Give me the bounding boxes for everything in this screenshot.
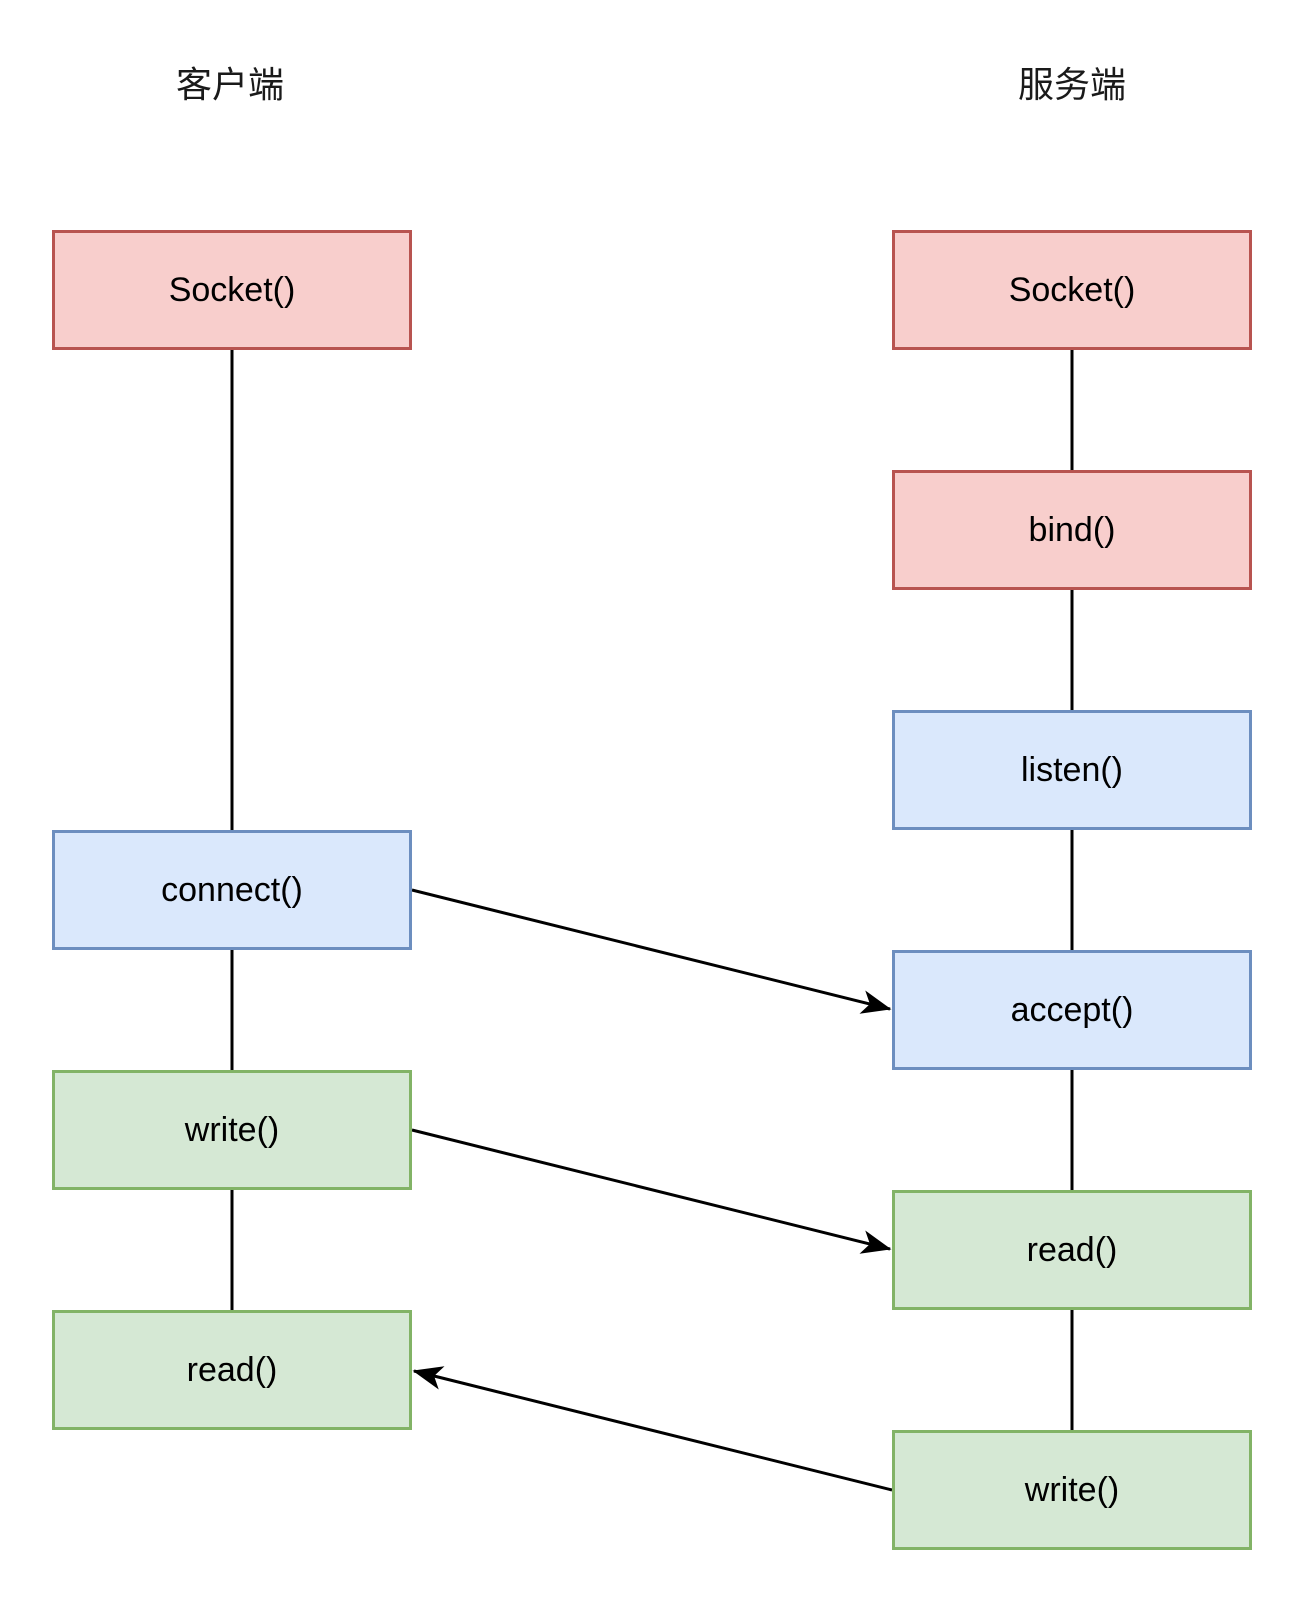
box-label: listen() (1020, 750, 1124, 789)
box-label: Socket() (1008, 270, 1136, 309)
box-label: write() (1024, 1470, 1120, 1509)
arrow-client-write-to-server-read (411, 1128, 892, 1254)
box-label: connect() (161, 870, 303, 909)
client-write-box: write() (52, 1070, 412, 1190)
server-socket-box: Socket() (892, 230, 1252, 350)
box-label: read() (186, 1350, 278, 1389)
box-label: bind() (1028, 510, 1116, 549)
client-connect-box: connect() (52, 830, 412, 950)
server-listen-box: listen() (892, 710, 1252, 830)
server-header: 服务端 (1017, 65, 1127, 106)
server-read-box: read() (892, 1190, 1252, 1310)
arrow-connect-to-accept (411, 888, 892, 1014)
box-label: accept() (1010, 990, 1134, 1029)
client-header: 客户端 (175, 65, 285, 106)
box-label: write() (184, 1110, 280, 1149)
arrow-server-write-to-client-read (412, 1366, 893, 1492)
server-write-box: write() (892, 1430, 1252, 1550)
server-bind-box: bind() (892, 470, 1252, 590)
box-label: read() (1026, 1230, 1118, 1269)
server-accept-box: accept() (892, 950, 1252, 1070)
client-read-box: read() (52, 1310, 412, 1430)
box-label: Socket() (168, 270, 296, 309)
client-socket-box: Socket() (52, 230, 412, 350)
